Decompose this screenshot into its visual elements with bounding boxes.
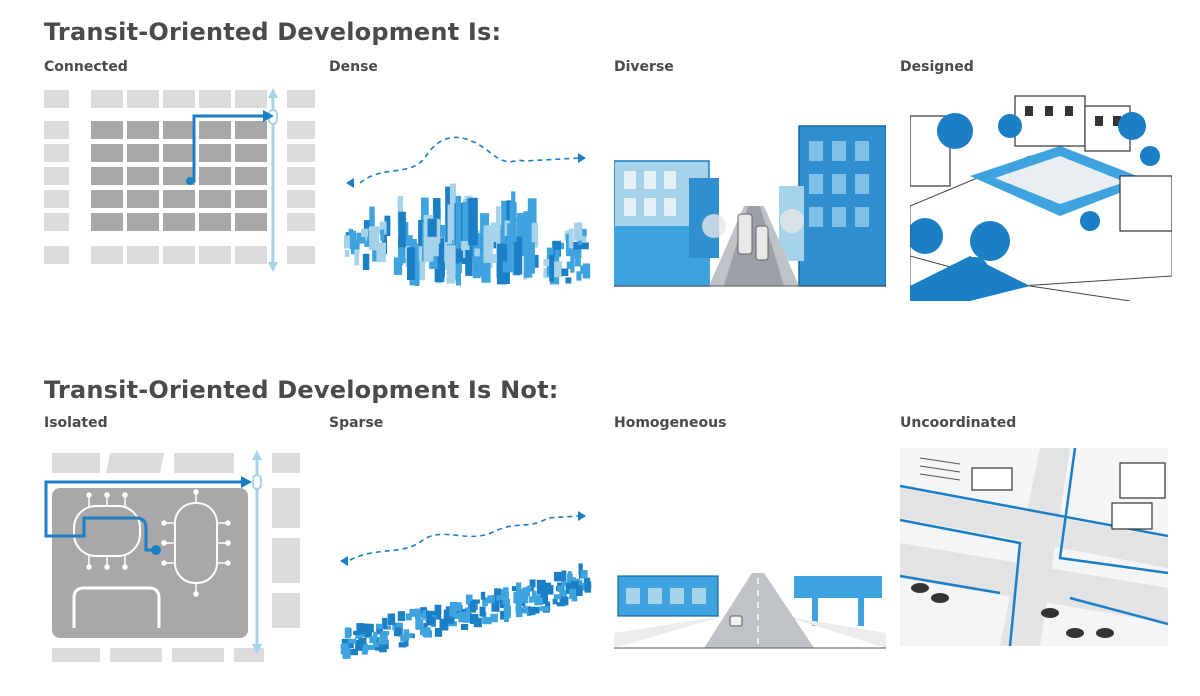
is-not-section-title: Transit-Oriented Development Is Not: <box>44 376 559 404</box>
diverse-illustration <box>614 86 886 301</box>
sparse-illustration <box>338 448 592 663</box>
panel-label-isolated: Isolated <box>44 415 108 431</box>
panel-label-sparse: Sparse <box>329 415 384 431</box>
designed-illustration <box>910 86 1172 301</box>
panel-label-connected: Connected <box>44 59 128 75</box>
panel-label-designed: Designed <box>900 59 974 75</box>
homogeneous-illustration <box>614 448 886 663</box>
dense-illustration <box>342 86 592 301</box>
panel-label-dense: Dense <box>329 59 378 75</box>
uncoordinated-illustration <box>900 448 1168 646</box>
panel-label-homogeneous: Homogeneous <box>614 415 727 431</box>
sparse-city-illustration <box>340 511 592 659</box>
isolated-diagram <box>44 448 316 663</box>
panel-label-diverse: Diverse <box>614 59 674 75</box>
panel-label-uncoordinated: Uncoordinated <box>900 415 1017 431</box>
connected-diagram <box>44 86 316 301</box>
uncoordinated-intersection-illustration <box>900 448 1168 646</box>
is-section-title: Transit-Oriented Development Is: <box>44 18 502 46</box>
dense-city-illustration <box>344 136 591 286</box>
homogeneous-street-illustration <box>614 573 886 649</box>
designed-plaza-illustration <box>910 95 1172 301</box>
isolated-superblock-diagram <box>44 450 300 662</box>
diverse-street-illustration <box>614 125 886 287</box>
connected-grid-diagram <box>44 88 315 272</box>
